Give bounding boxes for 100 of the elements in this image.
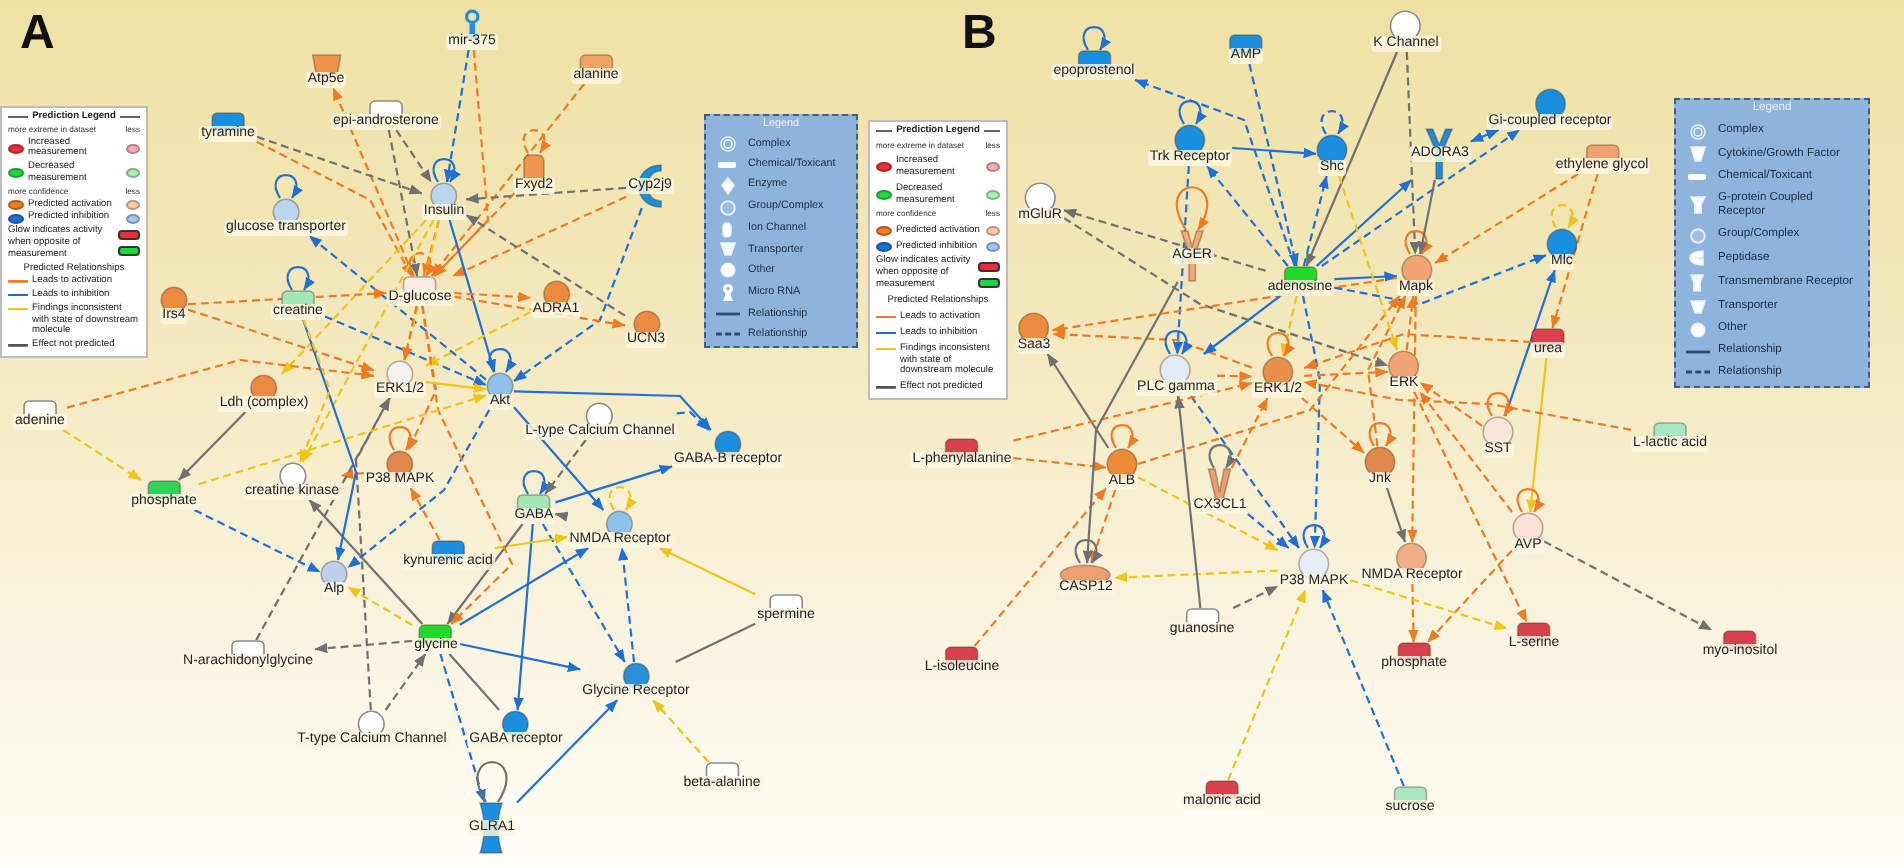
arrow (1550, 173, 1599, 329)
loop-arrow (488, 348, 517, 373)
arrow (1407, 296, 1418, 543)
arrow (178, 411, 247, 481)
arrow (302, 319, 358, 561)
arrow (1470, 129, 1500, 143)
panel-letter: A (20, 10, 55, 58)
arrow (618, 547, 636, 663)
arrow (1232, 146, 1317, 159)
loop-arrow (1302, 524, 1331, 549)
arrow (513, 207, 643, 382)
arrow (516, 699, 619, 804)
arrow (402, 219, 441, 361)
arrow (1134, 78, 1296, 267)
arrow (66, 358, 375, 409)
arrow (1301, 295, 1322, 549)
arrow (1385, 487, 1407, 543)
arrow (324, 315, 487, 386)
arrow (1063, 208, 1266, 272)
arrow (314, 639, 413, 654)
arrow (1366, 295, 1407, 447)
arrow (1413, 391, 1528, 623)
arrow (446, 523, 524, 625)
loop-arrow (408, 252, 437, 277)
arrow (1051, 329, 1253, 369)
arrow (433, 192, 516, 277)
arrow (1427, 549, 1513, 643)
arrow (1247, 513, 1290, 549)
arrow (308, 499, 424, 625)
arrow (1526, 357, 1548, 513)
arrow (1417, 179, 1436, 255)
arrow (1419, 381, 1483, 427)
arrow (347, 409, 491, 569)
arrow (387, 129, 420, 277)
arrow (426, 381, 487, 394)
panel-letter: B (962, 10, 997, 58)
arrow (422, 219, 441, 277)
arrow (439, 653, 486, 803)
loop-arrow (286, 266, 315, 291)
arrow (308, 235, 487, 381)
loop-arrow (1178, 100, 1207, 125)
arrow (409, 487, 441, 541)
arrow (1280, 295, 1298, 357)
arrow (1303, 379, 1632, 431)
arrow (676, 410, 710, 431)
arrow (395, 129, 433, 183)
arrow (652, 699, 710, 763)
arrow (1206, 165, 1289, 267)
arrow (425, 311, 532, 367)
arrow (1434, 173, 1579, 264)
arrow (1543, 540, 1713, 631)
loop-arrow (388, 426, 417, 451)
arrow (1303, 332, 1532, 370)
arrow (421, 305, 514, 625)
arrow (544, 439, 587, 495)
arrow (1405, 295, 1417, 351)
arrow (256, 135, 423, 195)
arrow (1190, 395, 1300, 549)
loop-arrow (1368, 422, 1397, 447)
arrow (1349, 579, 1508, 630)
arrow (340, 469, 364, 480)
arrow (299, 319, 332, 463)
arrow (1305, 51, 1398, 267)
arrow (443, 49, 470, 183)
arrow (1137, 295, 1401, 466)
arrow (1232, 585, 1279, 609)
arrow (452, 195, 627, 277)
loop-arrow (1164, 330, 1193, 355)
arrow (554, 511, 569, 522)
arrow (1408, 583, 1419, 643)
arrow (62, 429, 142, 481)
arrow (1315, 179, 1413, 267)
arrow (1321, 589, 1405, 787)
arrow (407, 305, 438, 451)
loop-arrow (1074, 539, 1103, 564)
loop-arrow (522, 470, 551, 495)
arrow (430, 83, 586, 277)
arrow (459, 547, 589, 626)
arrow (1114, 569, 1278, 583)
arrow (465, 186, 627, 204)
arrow (453, 291, 532, 303)
arrow (1321, 129, 1521, 267)
loop-line (476, 761, 508, 803)
loop-arrow (1208, 444, 1237, 469)
arrow (255, 397, 391, 641)
loop-arrow (1486, 392, 1515, 417)
arrow (187, 288, 388, 306)
arrow (1419, 391, 1513, 513)
arrow (494, 533, 569, 550)
loop-arrow (1175, 186, 1209, 231)
loop-arrow (1110, 424, 1139, 449)
arrow (513, 523, 534, 711)
arrow (281, 219, 427, 375)
arrow (1203, 295, 1281, 355)
arrow (1013, 381, 1253, 442)
arrow (1337, 175, 1399, 351)
arrow (1046, 353, 1110, 449)
loop-arrow (1266, 332, 1295, 357)
arrow (1504, 269, 1556, 417)
arrow (1013, 457, 1107, 472)
